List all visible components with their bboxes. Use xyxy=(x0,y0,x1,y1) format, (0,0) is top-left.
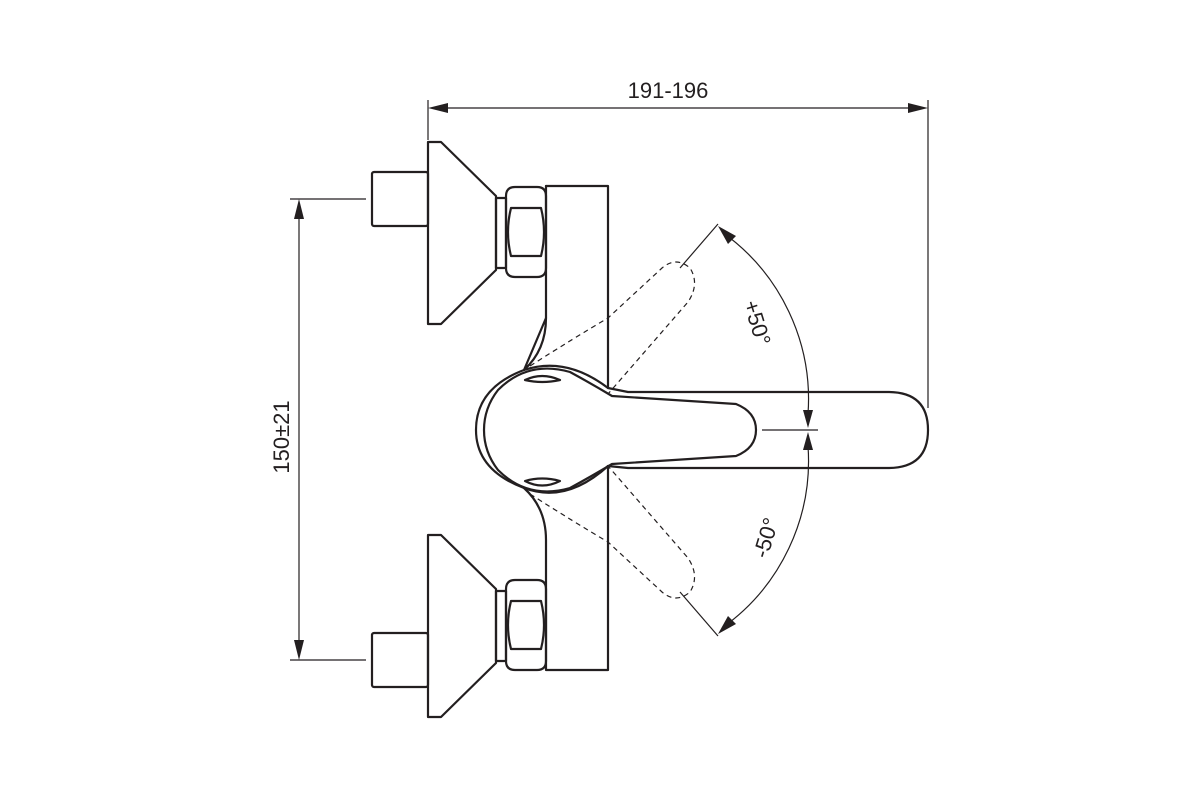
top-hex-nut-facets xyxy=(506,206,546,258)
lever-top-indicator xyxy=(523,374,562,384)
angle-up-label: +50° xyxy=(738,297,775,348)
angle-arrow-up-end xyxy=(803,410,813,428)
top-inlet-pipe xyxy=(370,170,430,228)
height-arrow-top xyxy=(294,199,304,219)
width-arrow-right xyxy=(908,103,928,113)
lever-position-up-dashed xyxy=(529,261,696,395)
angle-arc-down xyxy=(721,445,810,629)
width-dimension: 191-196 xyxy=(427,78,929,408)
angle-down-label: -50° xyxy=(748,515,784,561)
bottom-hex-nut-facets xyxy=(506,599,546,651)
angle-arrow-up-start xyxy=(718,226,736,244)
lever-handle xyxy=(474,364,930,494)
top-wall-connector xyxy=(370,140,548,326)
height-dimension: 150±21 xyxy=(269,198,366,661)
bottom-wall-connector xyxy=(370,533,548,719)
angle-extension-down xyxy=(679,591,719,637)
angle-extension-up xyxy=(679,223,719,269)
top-hex-nut xyxy=(504,185,548,279)
bottom-hex-nut xyxy=(504,578,548,672)
bottom-inlet-pipe xyxy=(370,631,430,689)
mixer-body xyxy=(522,184,610,672)
lever-handle-outline xyxy=(474,364,930,494)
lever-handle-inner-contour xyxy=(482,367,758,493)
lever-alternate-positions xyxy=(529,261,696,599)
top-escutcheon xyxy=(426,140,498,326)
height-dimension-label: 150±21 xyxy=(269,400,294,473)
bottom-union-collar xyxy=(494,589,508,663)
bottom-escutcheon xyxy=(426,533,498,719)
top-union-collar xyxy=(494,196,508,270)
mixer-body-outline xyxy=(522,184,610,672)
angle-arrow-down-start xyxy=(803,432,813,450)
width-arrow-left xyxy=(428,103,448,113)
angle-arc-up xyxy=(721,231,810,415)
width-dimension-label: 191-196 xyxy=(628,78,709,103)
height-arrow-bottom xyxy=(294,640,304,660)
angle-arrow-down-end xyxy=(718,616,736,634)
angle-dimensions: +50° -50° xyxy=(679,223,818,637)
lever-position-down-dashed xyxy=(529,465,696,599)
lever-bottom-indicator xyxy=(523,477,562,487)
